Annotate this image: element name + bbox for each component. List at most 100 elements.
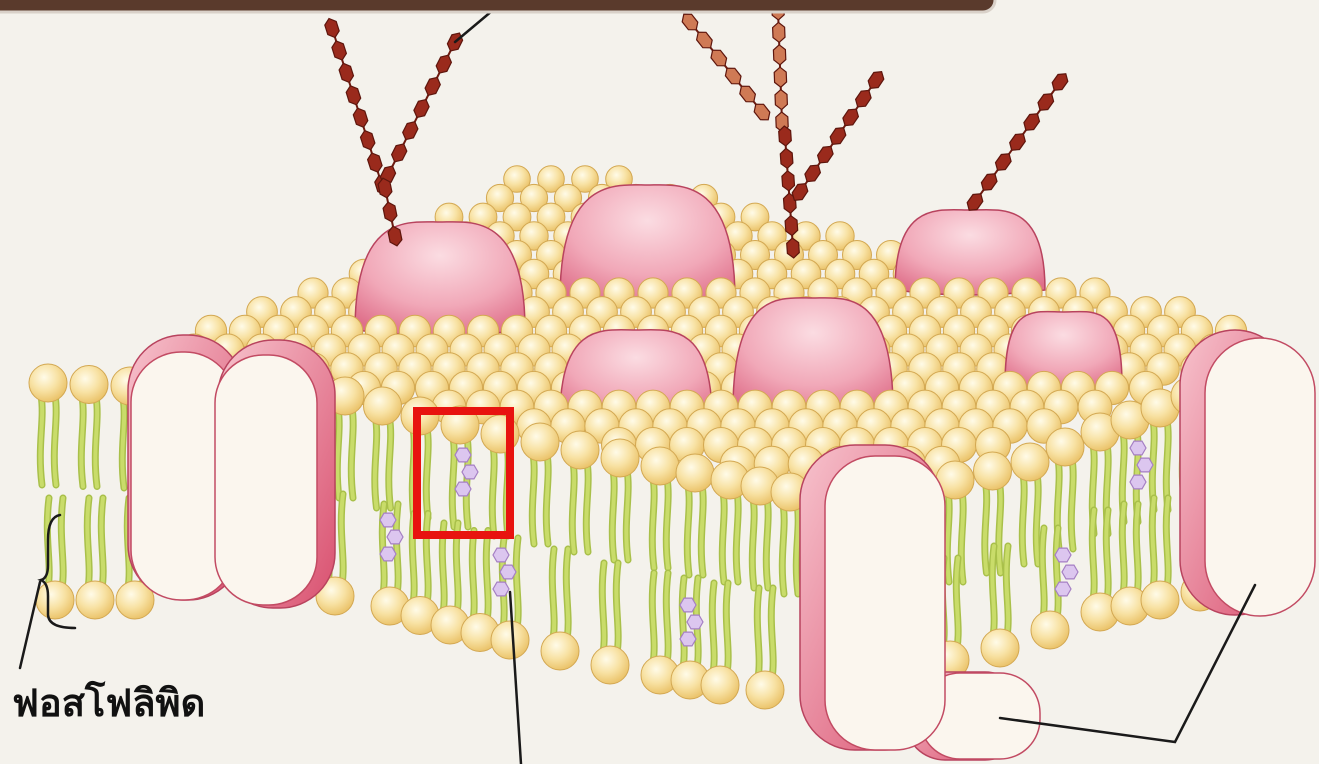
- fatty-acid-tail: [1071, 459, 1073, 549]
- fatty-acid-tail: [426, 428, 428, 518]
- fatty-acid-tail: [54, 395, 56, 485]
- cholesterol-ring: [455, 482, 471, 496]
- fatty-acid-tail: [771, 588, 773, 678]
- sugar-ring: [787, 238, 800, 258]
- sugar-ring: [782, 171, 795, 191]
- fatty-acid-tail: [1122, 504, 1124, 594]
- fatty-acid-tail: [1036, 474, 1038, 564]
- fatty-acid-tail: [341, 494, 343, 584]
- fatty-acid-tail: [626, 470, 628, 560]
- fatty-acid-tail: [961, 492, 963, 582]
- fatty-acid-tail: [552, 549, 554, 639]
- fatty-acid-tail: [985, 483, 987, 573]
- cholesterol-ring: [380, 513, 396, 527]
- phospholipid-head: [521, 423, 559, 461]
- fatty-acid-tail: [375, 418, 377, 508]
- phospholipid-head: [981, 629, 1019, 667]
- cholesterol-ring: [493, 548, 509, 562]
- cholesterol-ring: [1055, 582, 1071, 596]
- phospholipid-head: [601, 439, 639, 477]
- cholesterol-ring: [680, 632, 696, 646]
- fatty-acid-tail: [101, 498, 103, 588]
- cholesterol-ring: [387, 530, 403, 544]
- fatty-acid-tail: [947, 492, 949, 582]
- fatty-acid-tail: [652, 573, 654, 663]
- fatty-acid-tail: [722, 492, 724, 582]
- fatty-acid-tail: [396, 504, 398, 594]
- cholesterol-ring: [1062, 565, 1078, 579]
- fatty-acid-tail: [40, 395, 42, 485]
- fatty-acid-tail: [566, 549, 568, 639]
- sugar-ring: [773, 45, 785, 65]
- fatty-acid-tail: [426, 514, 428, 604]
- fatty-acid-tail: [602, 563, 604, 653]
- fatty-acid-tail: [736, 492, 738, 582]
- fatty-acid-tail: [1092, 510, 1094, 600]
- fatty-acid-tail: [766, 498, 768, 588]
- phospholipid-head: [36, 581, 74, 619]
- phospholipid-head: [641, 447, 679, 485]
- phospholipid-head: [491, 621, 529, 659]
- fatty-acid-tail: [61, 498, 63, 588]
- phospholipid-head: [701, 666, 739, 704]
- fatty-acid-tail: [337, 408, 339, 498]
- cholesterol-ring: [687, 615, 703, 629]
- protein-face: [215, 355, 317, 605]
- sugar-ring: [775, 90, 787, 110]
- fatty-acid-tail: [752, 498, 754, 588]
- fatty-acid-tail: [757, 588, 759, 678]
- fatty-acid-tail: [486, 531, 488, 621]
- fatty-acid-tail: [389, 418, 391, 508]
- sugar-ring: [773, 22, 785, 42]
- cholesterol-ring: [380, 547, 396, 561]
- fatty-acid-tail: [666, 478, 668, 568]
- phospholipid-head: [1141, 581, 1179, 619]
- fatty-acid-tail: [956, 558, 958, 648]
- phospholipid-head: [541, 632, 579, 670]
- transmembrane-protein-center: [800, 445, 945, 750]
- fatty-acid-tail: [586, 462, 588, 552]
- fatty-acid-tail: [87, 498, 89, 588]
- fatty-acid-tail: [122, 398, 124, 488]
- fatty-acid-tail: [532, 454, 534, 544]
- fatty-acid-tail: [1166, 498, 1168, 588]
- transmembrane-protein-right: [1180, 330, 1315, 616]
- fatty-acid-tail: [95, 397, 97, 487]
- fatty-acid-tail: [492, 446, 494, 536]
- phospholipid-head: [676, 454, 714, 492]
- fatty-acid-tail: [682, 578, 684, 668]
- fatty-acid-tail: [516, 538, 518, 628]
- phospholipid-head: [364, 387, 402, 425]
- fatty-acid-tail: [546, 454, 548, 544]
- fatty-acid-tail: [992, 546, 994, 636]
- fatty-acid-tail: [472, 531, 474, 621]
- phospholipid-head: [70, 366, 108, 404]
- phospholipid-head: [974, 452, 1012, 490]
- phospholipid-head: [29, 364, 67, 402]
- phospholipid-label: ฟอสโฟลิพิด: [12, 680, 205, 725]
- phospholipid-head: [561, 431, 599, 469]
- sugar-ring: [785, 216, 798, 236]
- phospholipid-head: [1031, 611, 1069, 649]
- cholesterol-ring: [1130, 475, 1146, 489]
- fatty-acid-tail: [1056, 528, 1058, 618]
- header-bar: [0, 0, 995, 12]
- cholesterol-ring: [1130, 441, 1146, 455]
- protein-face: [825, 456, 945, 750]
- transmembrane-protein-left-b: [215, 340, 335, 608]
- fatty-acid-tail: [666, 573, 668, 663]
- fatty-acid-tail: [452, 437, 454, 527]
- fatty-acid-tail: [1022, 474, 1024, 564]
- sugar-ring: [779, 126, 792, 146]
- phospholipid-head: [746, 671, 784, 709]
- cholesterol-ring: [455, 448, 471, 462]
- fatty-acid-tail: [616, 563, 618, 653]
- cholesterol-ring: [493, 582, 509, 596]
- fatty-acid-tail: [612, 470, 614, 560]
- fatty-acid-tail: [999, 483, 1001, 573]
- phospholipid-head: [591, 646, 629, 684]
- fatty-acid-tail: [1006, 546, 1008, 636]
- phospholipid-head: [76, 581, 114, 619]
- fatty-acid-tail: [726, 583, 728, 673]
